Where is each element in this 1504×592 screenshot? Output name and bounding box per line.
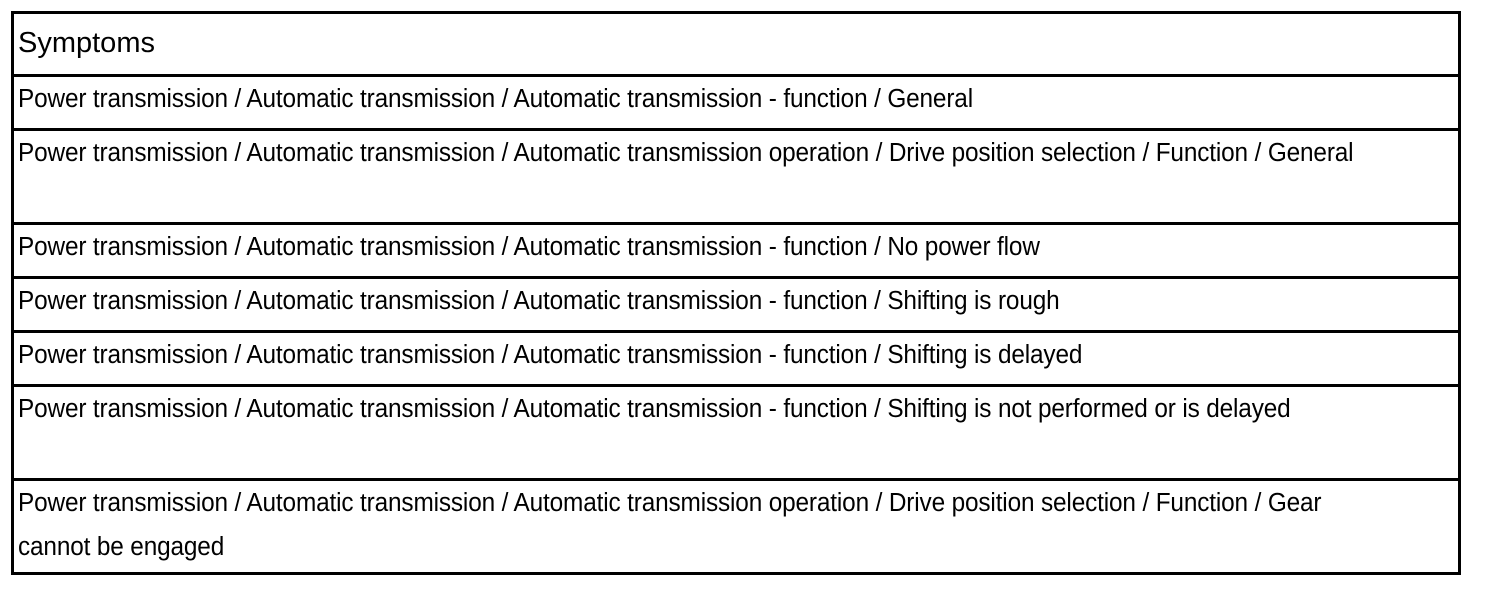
column-header-symptoms-label: Symptoms [18,27,155,59]
symptom-text: Power transmission / Automatic transmiss… [18,287,1060,315]
symptoms-table-body: Symptoms Power transmission / Automatic … [12,12,1460,574]
table-row: Power transmission / Automatic transmiss… [12,129,1460,225]
table-row: Power transmission / Automatic transmiss… [12,277,1460,333]
table-header-row: Symptoms [12,12,1460,77]
symptom-cell: Power transmission / Automatic transmiss… [12,223,1460,279]
table-row: Power transmission / Automatic transmiss… [12,331,1460,387]
symptom-text: Power transmission / Automatic transmiss… [18,395,1291,423]
column-header-symptoms: Symptoms [12,12,1460,77]
symptom-cell: Power transmission / Automatic transmiss… [12,479,1460,574]
symptom-cell: Power transmission / Automatic transmiss… [12,385,1460,481]
symptom-text: Power transmission / Automatic transmiss… [18,139,1354,167]
symptom-text: Power transmission / Automatic transmiss… [18,85,973,113]
symptom-text: Power transmission / Automatic transmiss… [18,489,1322,561]
symptom-cell: Power transmission / Automatic transmiss… [12,331,1460,387]
symptom-text: Power transmission / Automatic transmiss… [18,341,1083,369]
symptom-text: Power transmission / Automatic transmiss… [18,233,1040,261]
symptom-cell: Power transmission / Automatic transmiss… [12,75,1460,131]
symptom-cell: Power transmission / Automatic transmiss… [12,129,1460,225]
symptom-cell: Power transmission / Automatic transmiss… [12,277,1460,333]
symptoms-table: Symptoms Power transmission / Automatic … [11,11,1461,575]
table-row: Power transmission / Automatic transmiss… [12,385,1460,481]
table-row: Power transmission / Automatic transmiss… [12,75,1460,131]
table-row: Power transmission / Automatic transmiss… [12,223,1460,279]
table-row: Power transmission / Automatic transmiss… [12,479,1460,574]
